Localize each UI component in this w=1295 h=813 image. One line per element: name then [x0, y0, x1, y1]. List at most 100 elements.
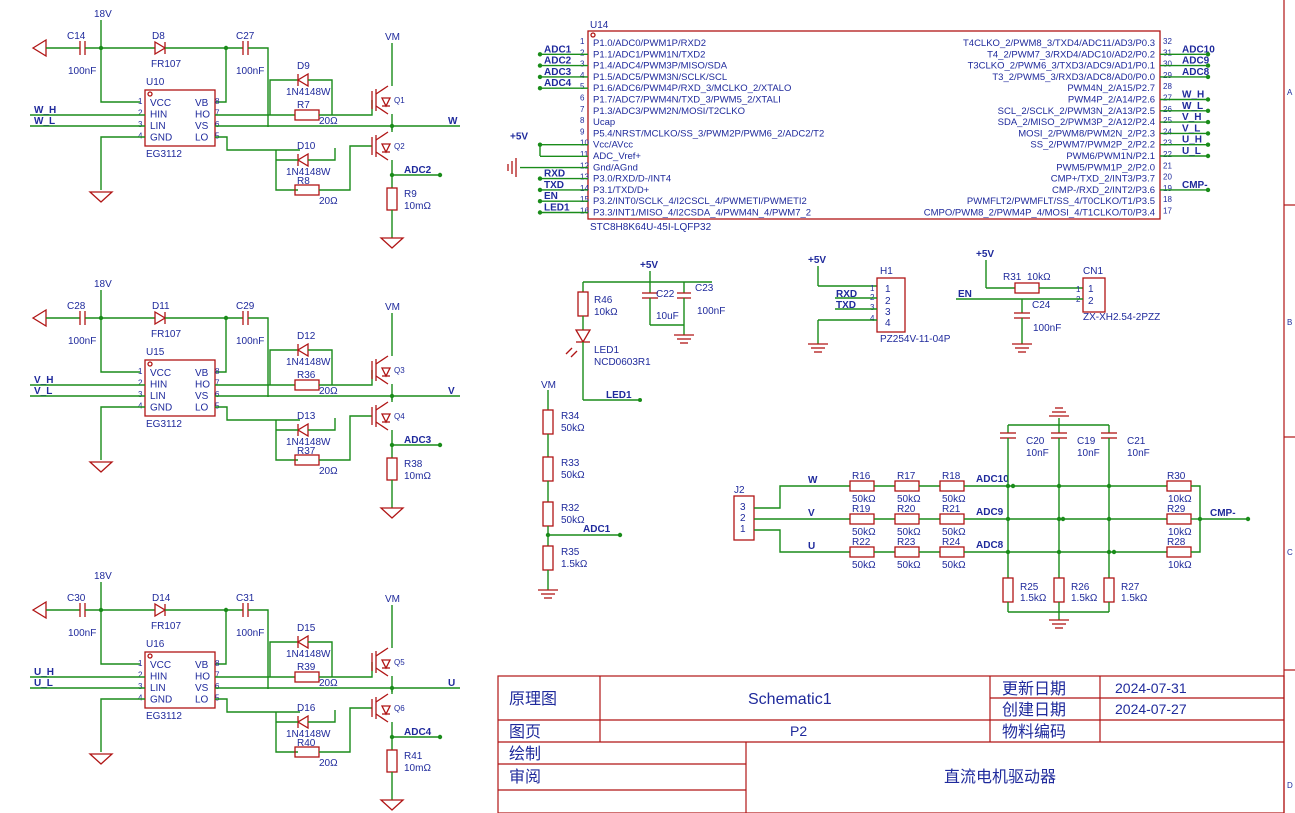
mcu-pin-name: P5.4/NRST/MCLKO/SS_3/PWM2P/PWM6_2/ADC2/T… [593, 128, 824, 139]
junction-dot [223, 45, 229, 51]
junction-dot [1111, 549, 1117, 555]
wire [308, 148, 336, 161]
divider-r-ref: R35 [561, 547, 580, 558]
sense-r-val: 50kΩ [942, 560, 966, 571]
header-h1[interactable]: +5V H1 PZ254V-11-04P 1 2 3 4 1 2 3 4 RXD… [808, 255, 951, 353]
igbt-q1: Q1 [371, 85, 405, 115]
driver-pin-left: GND [150, 133, 172, 144]
resistor-body [294, 379, 320, 391]
wire [216, 48, 227, 103]
ground-icon [31, 600, 47, 620]
diode-ref: D11 [152, 301, 170, 312]
junction-dot [1106, 549, 1112, 555]
igbt-label: Q5 [394, 658, 405, 667]
driver-pinnum: 8 [215, 659, 220, 668]
sense-c-ref: C21 [1127, 436, 1146, 447]
driver-pinnum: 3 [138, 120, 143, 129]
mcu-net: TXD [544, 180, 564, 191]
phase-out: W [448, 116, 458, 127]
adc-net: ADC2 [404, 165, 432, 176]
driver-pinnum: 5 [215, 402, 220, 411]
mcu-pin-num: 25 [1163, 116, 1172, 125]
mcu-pin-name: SDA_2/MISO_2/PWM3P_2/A12/P2.4 [998, 117, 1155, 128]
igbt-q3: Q3 [371, 355, 405, 385]
mcu-net: ADC2 [544, 56, 572, 67]
cn1-ref: CN1 [1083, 266, 1103, 277]
pin1-mark [147, 653, 153, 659]
resistor-body [1053, 577, 1065, 603]
igbt-q2: Q2 [371, 131, 405, 161]
ground-symbol [88, 753, 114, 765]
driver-pinnum: 4 [138, 402, 143, 411]
mcu-left-pins: P1.0/ADC0/PWM1P/RXD21P1.1/ADC1/PWM1N/TXD… [507, 37, 824, 219]
driver-pinnum: 3 [138, 390, 143, 399]
diode-icon [154, 602, 167, 618]
junction-dot [537, 176, 543, 181]
driver-pin-left: HIN [150, 380, 167, 391]
mcu-ref: U14 [590, 20, 609, 31]
r46-val: 10kΩ [594, 307, 618, 318]
cn1-net: EN [958, 289, 972, 300]
c23-ref: C23 [695, 283, 714, 294]
mcu-net: EN [544, 191, 558, 202]
cboot-val: 100nF [236, 628, 264, 639]
tb-label-drawn: 绘制 [509, 745, 541, 763]
rlo-val: 20Ω [319, 196, 338, 207]
driver-pin-right: VS [195, 121, 209, 132]
c22-ref: C22 [656, 289, 675, 300]
junction-dot [1205, 74, 1211, 80]
tb-label-material: 物料编码 [1002, 723, 1066, 741]
sense-phase: W [808, 475, 818, 486]
mcu-pin-name: Vcc/AVcc [593, 140, 633, 151]
wire [248, 47, 269, 127]
freewheel-diode [380, 413, 392, 424]
driver-pinnum: 5 [215, 132, 220, 141]
zone-d: D [1287, 781, 1293, 790]
connector-cn1[interactable]: +5V R31 10kΩ CN1 ZX-XH2.54-2PZZ 1 2 1 2 … [956, 249, 1160, 353]
junction-dot [437, 442, 443, 448]
driver-pinnum: 7 [215, 109, 220, 118]
mcu-pin-num: 8 [580, 116, 585, 125]
wire [308, 710, 336, 723]
wire [275, 150, 298, 191]
sense-c-ref: C19 [1077, 436, 1096, 447]
collector-leg [375, 693, 389, 703]
mcu-pin-name: PWM4N_2/A15/P2.7 [1067, 83, 1155, 94]
tb-created: 2024-07-27 [1115, 701, 1187, 717]
junction-dot [437, 172, 443, 178]
wire [100, 20, 140, 103]
resistor-body [542, 456, 554, 482]
mcu-pin-name: P3.2/INT0/SCLK_4/I2CSCL_4/PWMETI/PWMETI2 [593, 196, 807, 207]
emitter-leg [375, 667, 389, 677]
mcu-net: U_L [1182, 146, 1201, 157]
shunt-val: 10mΩ [404, 763, 431, 774]
resistor-body [1166, 480, 1192, 492]
cin-ref: C30 [67, 593, 86, 604]
wire [308, 641, 333, 677]
tb-label-reviewed: 审阅 [509, 768, 541, 786]
resistor-body [894, 513, 920, 525]
dhi-ref: D9 [297, 61, 310, 72]
junction-dot [1005, 483, 1011, 489]
driver-pinnum: 1 [138, 97, 143, 106]
resistor-body [939, 513, 965, 525]
mcu-pin-name: P3.0/RXD/D-/INT4 [593, 174, 671, 185]
junction-dot [437, 734, 443, 740]
j2-pin: 2 [740, 513, 746, 524]
junction-dot [98, 607, 104, 613]
ground-icon [31, 38, 47, 58]
adc-net: ADC4 [404, 727, 432, 738]
diode-icon [296, 342, 309, 358]
sense-r-ref: R20 [897, 504, 916, 515]
mcu-pin-num: 22 [1163, 150, 1172, 159]
driver-pinnum: 3 [138, 682, 143, 691]
j2-pin: 1 [740, 524, 746, 535]
mcu-net: ADC8 [1182, 67, 1210, 78]
mcu-net: ADC9 [1182, 56, 1210, 67]
rhi-ref: R36 [297, 370, 316, 381]
junction-dot [1056, 549, 1062, 555]
mcu-u14[interactable]: U14 STC8H8K64U-45I-LQFP32 P1.0/ADC0/PWM1… [507, 20, 1215, 233]
mcu-net: V_H [1182, 112, 1201, 123]
driver-pinnum: 8 [215, 367, 220, 376]
mcu-pin-name: CMP+/TXD_2/INT3/P3.7 [1051, 174, 1155, 185]
